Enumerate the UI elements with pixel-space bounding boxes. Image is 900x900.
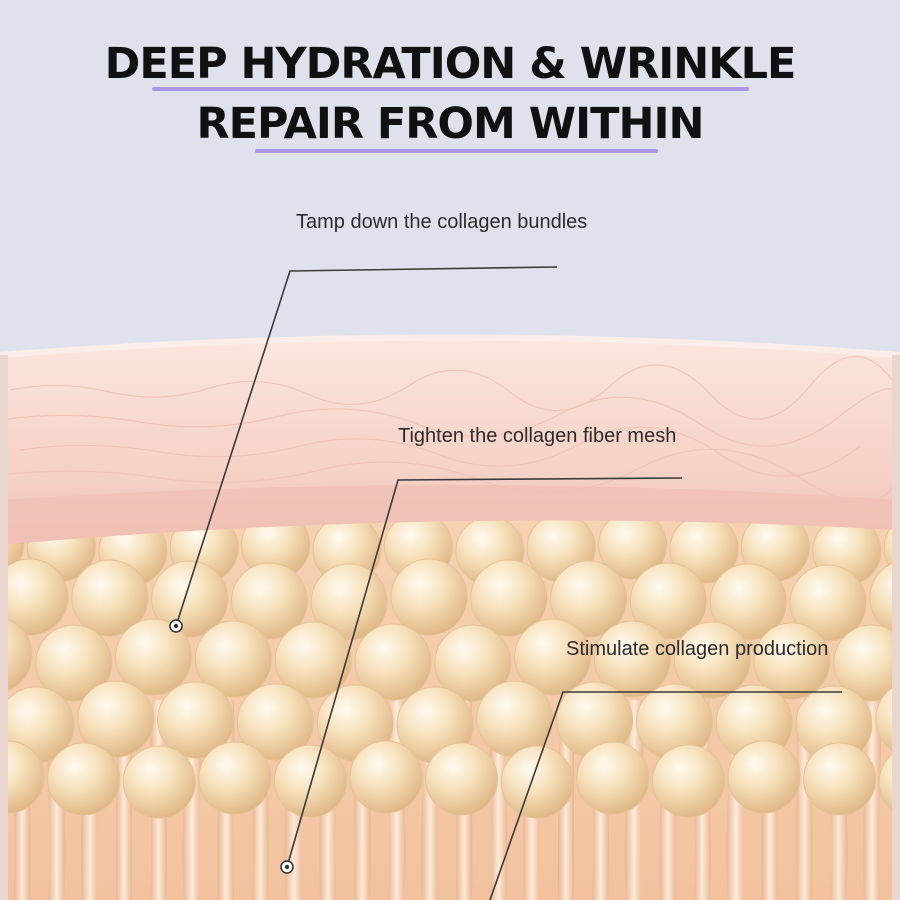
- collagen-sphere: [514, 618, 592, 696]
- headline-highlight-1: [152, 87, 749, 91]
- right-edge: [892, 355, 900, 900]
- collagen-sphere: [500, 745, 574, 819]
- collagen-sphere: [673, 621, 751, 699]
- callout-tighten-label: Tighten the collagen fiber mesh: [398, 425, 677, 447]
- collagen-sphere: [709, 563, 787, 641]
- collagen-sphere: [35, 624, 113, 702]
- collagen-sphere: [789, 564, 867, 642]
- skin-surface-edge: [0, 334, 900, 358]
- leader-dot-1: [169, 619, 183, 633]
- collagen-sphere: [77, 680, 155, 758]
- collagen-sphere: [122, 745, 196, 819]
- collagen-sphere: [236, 683, 314, 761]
- callout-stimulate-label: Stimulate collagen production: [566, 638, 829, 660]
- collagen-sphere: [274, 621, 352, 699]
- epidermis-base: [0, 485, 900, 545]
- collagen-sphere: [71, 559, 149, 637]
- collagen-sphere: [230, 562, 308, 640]
- collagen-sphere: [425, 742, 499, 816]
- collagen-sphere: [470, 559, 548, 637]
- headline-line-1: DEEP HYDRATION & WRINKLE: [104, 39, 797, 89]
- collagen-sphere: [651, 744, 725, 818]
- leader-line-3: [489, 691, 842, 900]
- collagen-sphere: [354, 623, 432, 701]
- leader-line-1: [175, 266, 558, 627]
- collagen-sphere: [115, 618, 193, 696]
- collagen-sphere: [476, 680, 554, 758]
- collagen-spheres: [0, 509, 900, 819]
- collagen-sphere: [753, 622, 831, 700]
- collagen-sphere: [434, 624, 512, 702]
- headline: DEEP HYDRATION & WRINKLE REPAIR FROM WIT…: [0, 34, 900, 154]
- collagen-sphere: [727, 740, 801, 814]
- collagen-sphere: [390, 558, 468, 636]
- collagen-sphere: [273, 744, 347, 818]
- collagen-sphere: [833, 624, 900, 702]
- collagen-sphere: [550, 560, 628, 638]
- collagen-sphere: [803, 742, 877, 816]
- collagen-sphere: [157, 681, 235, 759]
- collagen-sphere: [629, 562, 707, 640]
- headline-highlight-2: [255, 149, 658, 153]
- callout-tamp-label: Tamp down the collagen bundles: [296, 211, 588, 233]
- collagen-sphere: [576, 741, 650, 815]
- skin-texture: [0, 355, 900, 504]
- collagen-sphere: [194, 620, 272, 698]
- leader-dot-2: [280, 860, 294, 874]
- left-edge: [0, 355, 8, 900]
- collagen-fiber: [863, 700, 881, 900]
- leader-line-2: [286, 477, 683, 868]
- collagen-sphere: [47, 742, 121, 816]
- collagen-sphere: [151, 560, 229, 638]
- collagen-sphere: [593, 620, 671, 698]
- collagen-sphere: [0, 558, 69, 636]
- headline-line-2: REPAIR FROM WITHIN: [196, 99, 705, 149]
- collagen-sphere: [349, 740, 423, 814]
- collagen-sphere: [198, 741, 272, 815]
